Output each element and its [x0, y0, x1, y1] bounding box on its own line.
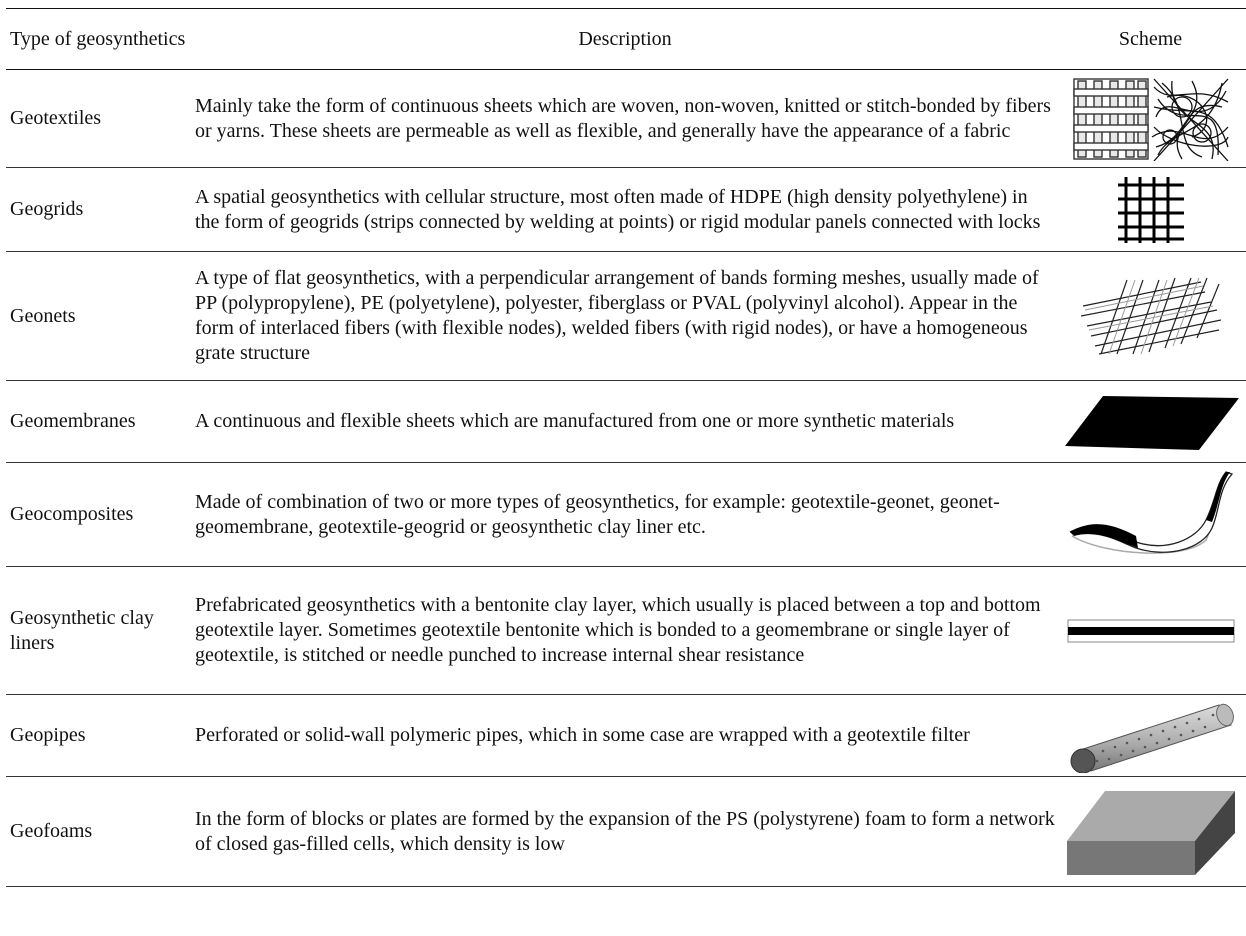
table-row: Geocomposites Made of combination of two…: [6, 462, 1246, 567]
geosynthetics-table: Type of geosynthetics Description Scheme…: [6, 9, 1246, 887]
row-description: A continuous and flexible sheets which a…: [195, 380, 1055, 463]
row-description: Prefabricated geosynthetics with a bento…: [195, 566, 1055, 695]
row-type: Geogrids: [6, 167, 195, 252]
clay-liner-layers-icon: [1067, 619, 1234, 642]
row-type: Geonets: [6, 251, 195, 381]
table-header-row: Type of geosynthetics Description Scheme: [6, 9, 1246, 70]
row-description: In the form of blocks or plates are form…: [195, 776, 1055, 887]
row-description: Made of combination of two or more types…: [195, 462, 1055, 567]
row-type: Geosynthetic clay liners: [6, 566, 195, 695]
header-description: Description: [195, 9, 1055, 70]
foam-block-icon: [1066, 790, 1235, 875]
row-type: Geopipes: [6, 694, 195, 777]
row-type: Geotextiles: [6, 69, 195, 168]
woven-nonwoven-fabric-icon: [1072, 77, 1229, 161]
table-row: Geomembranes A continuous and flexible s…: [6, 380, 1246, 463]
table-row: Geogrids A spatial geosynthetics with ce…: [6, 167, 1246, 252]
composite-layers-icon: [1069, 470, 1233, 554]
table-row: Geonets A type of flat geosynthetics, wi…: [6, 251, 1246, 381]
table-row: Geofoams In the form of blocks or plates…: [6, 776, 1246, 887]
perforated-pipe-icon: [1070, 703, 1234, 773]
table-row: Geopipes Perforated or solid-wall polyme…: [6, 694, 1246, 777]
row-type: Geocomposites: [6, 462, 195, 567]
header-scheme: Scheme: [1055, 9, 1246, 70]
row-type: Geofoams: [6, 776, 195, 887]
table-top-rule: [6, 8, 1246, 9]
membrane-sheet-icon: [1064, 395, 1239, 450]
table-row: Geotextiles Mainly take the form of cont…: [6, 69, 1246, 168]
row-description: Perforated or solid-wall polymeric pipes…: [195, 694, 1055, 777]
net-mesh-icon: [1080, 277, 1221, 355]
row-description: A type of flat geosynthetics, with a per…: [195, 251, 1055, 381]
header-type: Type of geosynthetics: [6, 9, 195, 70]
row-type: Geomembranes: [6, 380, 195, 463]
row-description: A spatial geosynthetics with cellular st…: [195, 167, 1055, 252]
row-description: Mainly take the form of continuous sheet…: [195, 69, 1055, 168]
table-row: Geosynthetic clay liners Prefabricated g…: [6, 566, 1246, 695]
grid-icon: [1117, 176, 1184, 243]
